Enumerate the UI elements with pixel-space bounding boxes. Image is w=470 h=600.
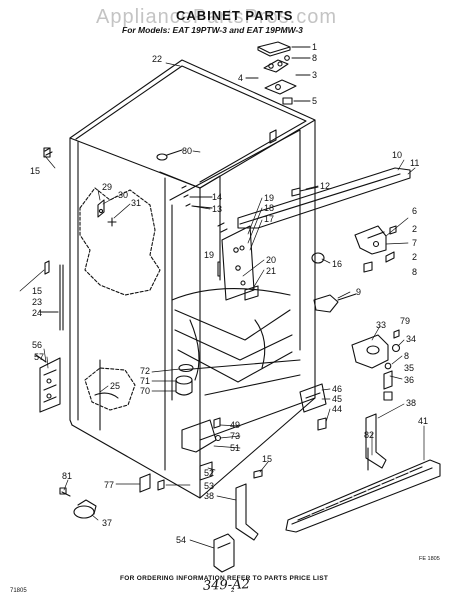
callout-34: 34: [406, 334, 416, 344]
callout-8: 8: [312, 53, 317, 63]
callout-41: 41: [418, 416, 428, 426]
callout-7: 7: [412, 238, 417, 248]
callout-37: 37: [102, 518, 112, 528]
callout-12: 12: [320, 181, 330, 191]
callout-20: 20: [266, 255, 276, 265]
callout-19-upper: 19: [264, 193, 274, 203]
callout-9: 9: [356, 287, 361, 297]
callout-52: 52: [204, 468, 214, 478]
callout-38-right: 38: [406, 398, 416, 408]
bottom-front-parts: [139, 417, 263, 493]
callout-2-upper: 2: [412, 224, 417, 234]
callout-10: 10: [392, 150, 402, 160]
page-number: 2: [231, 588, 235, 594]
callout-14: 14: [212, 192, 222, 202]
callout-30: 30: [118, 190, 128, 200]
diagram-subtitle: For Models: EAT 19PTW-3 and EAT 19PMW-3: [122, 25, 303, 35]
callout-24: 24: [32, 308, 42, 318]
callout-11: 11: [410, 158, 419, 168]
callout-57: 57: [34, 352, 44, 362]
callout-49: 49: [230, 420, 240, 430]
callout-8-mid: 8: [404, 351, 409, 361]
callout-1: 1: [312, 42, 317, 52]
callout-79: 79: [400, 316, 410, 326]
callout-71: 71: [140, 376, 150, 386]
callout-15-top: 15: [30, 166, 40, 176]
left-side-parts: [39, 147, 161, 331]
callout-16: 16: [332, 259, 342, 269]
callout-73: 73: [230, 431, 240, 441]
callout-labels: 1 8 3 4 5 22 80 15 10 11 12 14 13 29 30 …: [30, 42, 428, 545]
callout-5: 5: [312, 96, 317, 106]
callout-54: 54: [176, 535, 186, 545]
callout-56: 56: [32, 340, 42, 350]
right-bracket-38: [365, 413, 387, 471]
callout-70: 70: [140, 386, 150, 396]
callout-6: 6: [412, 206, 417, 216]
callout-leader-lines: [19, 62, 425, 549]
callout-72: 72: [140, 366, 150, 376]
callout-46: 46: [332, 384, 342, 394]
reference-code: FE 1805: [419, 556, 440, 562]
toe-grille: [285, 459, 441, 533]
diagram-title: CABINET PARTS: [176, 8, 294, 23]
leveling-leg-parts: [59, 487, 97, 519]
callout-33: 33: [376, 320, 386, 330]
handwritten-note: 349-A2: [202, 577, 251, 594]
ordering-note: FOR ORDERING INFORMATION REFER TO PARTS …: [120, 575, 329, 582]
callout-45: 45: [332, 394, 342, 404]
callout-31: 31: [131, 198, 141, 208]
callout-36: 36: [404, 375, 414, 385]
callout-23: 23: [32, 297, 42, 307]
callout-15-left: 15: [32, 286, 42, 296]
callout-81: 81: [62, 471, 72, 481]
watermark-text: AppliancePartsPros.com: [96, 6, 337, 28]
callout-35: 35: [404, 363, 414, 373]
right-middle-hinge-parts: [351, 329, 401, 401]
document-id: 71805: [10, 588, 27, 594]
callout-8-right: 8: [412, 267, 417, 277]
callout-3: 3: [312, 70, 317, 80]
right-hinge-parts: [311, 225, 397, 273]
lower-hinge-left: [35, 354, 61, 413]
callout-44: 44: [332, 404, 342, 414]
top-hinge-parts: [245, 41, 311, 105]
callout-19-lower: 19: [204, 250, 214, 260]
callout-80: 80: [182, 146, 192, 156]
drain-pan-area: [84, 367, 136, 411]
callout-51: 51: [230, 443, 240, 453]
bottom-bracket-parts: [299, 383, 327, 431]
cabinet-shell: [69, 59, 316, 499]
callout-2-lower: 2: [412, 252, 417, 262]
door-handle-part: [313, 293, 357, 313]
callout-22: 22: [152, 54, 162, 64]
hinge-plate-center: [217, 222, 259, 301]
callout-29: 29: [102, 182, 112, 192]
callout-38-lower: 38: [204, 491, 214, 501]
callout-25: 25: [110, 381, 120, 391]
callout-15-bottom: 15: [262, 454, 272, 464]
callout-13: 13: [212, 204, 222, 214]
callout-4: 4: [238, 73, 243, 83]
callout-21: 21: [266, 266, 276, 276]
upper-door-rail: [237, 167, 411, 229]
callout-17: 17: [264, 214, 274, 224]
callout-77: 77: [104, 480, 114, 490]
lower-brackets: [213, 483, 259, 573]
drain-fitting-parts: [175, 363, 194, 396]
callout-82: 82: [364, 430, 374, 440]
callout-53: 53: [204, 481, 214, 491]
callout-18: 18: [264, 203, 274, 213]
